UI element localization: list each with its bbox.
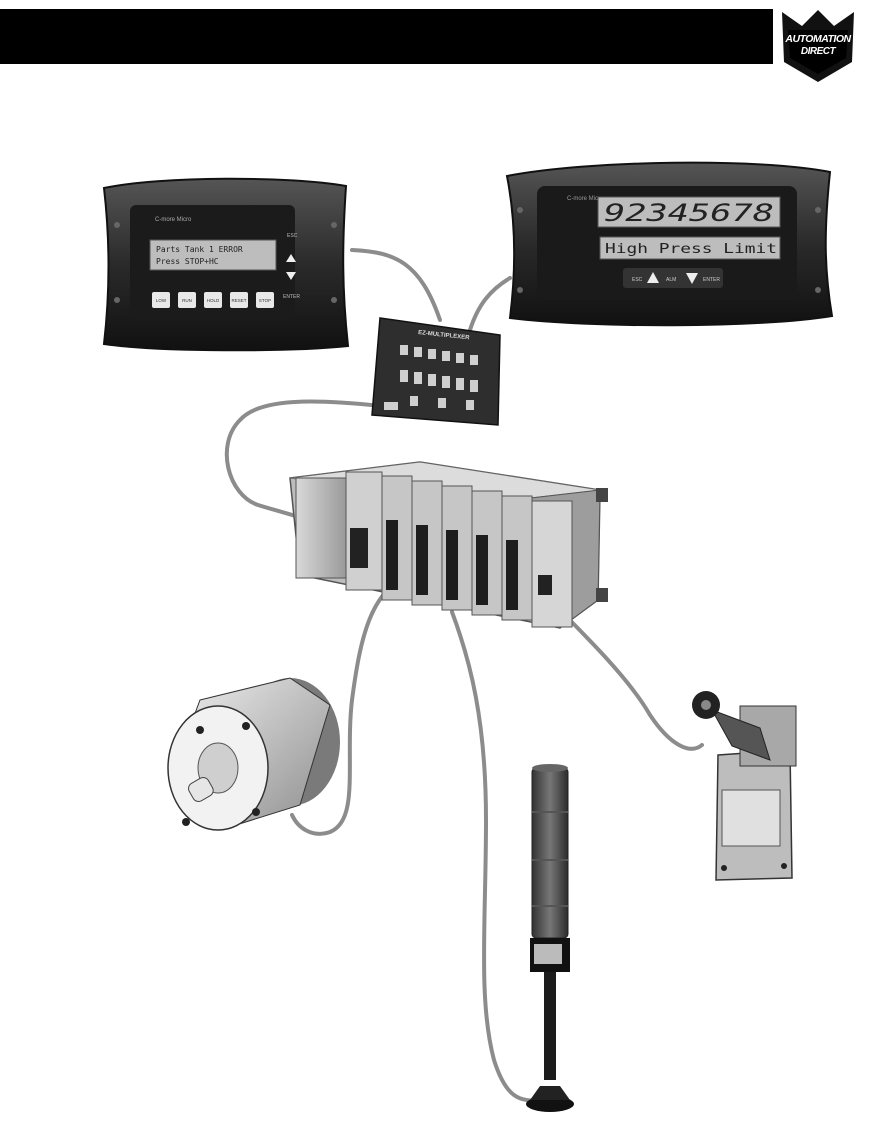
panel-left-lcd-line2: Press STOP+HC xyxy=(156,257,219,266)
mux-label: EZ-MULTIPLEXER xyxy=(418,330,471,341)
cable-plc-to-encoder xyxy=(290,573,412,836)
key-label: STOP xyxy=(259,298,271,303)
panel-right-keys: ESC ALM ENTER xyxy=(623,268,723,288)
key-label: HOLD xyxy=(207,298,220,303)
key-label: LOW xyxy=(156,298,167,303)
panel-right-digits: 92345678 xyxy=(604,199,774,227)
operator-panel-left: C-more Micro Parts Tank 1 ERROR Press ST… xyxy=(102,177,350,352)
panel-left-side-top: ESC xyxy=(287,233,298,239)
rotary-encoder xyxy=(167,677,340,831)
display-panel-right: C-more Micro 92345678 High Press Limit E… xyxy=(505,161,834,327)
cable-plc-to-limitswitch xyxy=(538,588,704,751)
cables xyxy=(224,248,704,1103)
down-arrow-icon xyxy=(686,273,698,284)
panel-left-lcd-line1: Parts Tank 1 ERROR xyxy=(156,245,243,254)
key-label: ESC xyxy=(632,277,643,283)
panel-left-side-bottom: ENTER xyxy=(283,294,300,300)
panel-right-message-display xyxy=(599,236,781,260)
logo-line1: AUTOMATION xyxy=(785,33,851,45)
panel-left-keys: LOW RUN HOLD RESET STOP xyxy=(152,292,274,308)
plc-io-modules xyxy=(381,475,573,628)
panel-right-message: High Press Limit xyxy=(605,242,777,257)
automation-direct-logo: AUTOMATION DIRECT .com xyxy=(780,10,856,82)
panel-left-lcd xyxy=(149,239,277,271)
key-label: RUN xyxy=(182,298,192,303)
limit-switch-label-plate xyxy=(721,789,781,847)
up-arrow-icon xyxy=(647,272,659,283)
cable-plc-to-stacklight xyxy=(450,610,542,1103)
cable-left-panel-to-mux xyxy=(350,248,442,322)
stack-light xyxy=(526,764,574,1112)
down-arrow-icon xyxy=(286,272,296,280)
header-bar xyxy=(0,9,773,64)
logo-line2: DIRECT xyxy=(800,46,836,57)
mux-connectors xyxy=(384,345,478,410)
cable-right-panel-to-mux xyxy=(468,276,512,332)
key-label: ALM xyxy=(666,277,676,283)
plc-rack xyxy=(289,461,608,629)
panel-left-brand: C-more Micro xyxy=(155,217,192,223)
encoder-shaft xyxy=(188,777,214,802)
limit-switch-arm xyxy=(710,709,771,761)
panel-right-brand: C-more Micro xyxy=(567,196,604,202)
limit-switch xyxy=(692,691,797,881)
panel-right-digit-display xyxy=(597,196,781,228)
ez-multiplexer-board: EZ-MULTIPLEXER xyxy=(371,317,501,426)
key-label: RESET xyxy=(231,298,246,303)
logo-suffix: .com xyxy=(836,51,847,57)
key-label: ENTER xyxy=(703,277,720,283)
up-arrow-icon xyxy=(286,254,296,262)
logo-arrow-icon xyxy=(782,10,854,82)
plc-power-supply xyxy=(295,477,347,579)
